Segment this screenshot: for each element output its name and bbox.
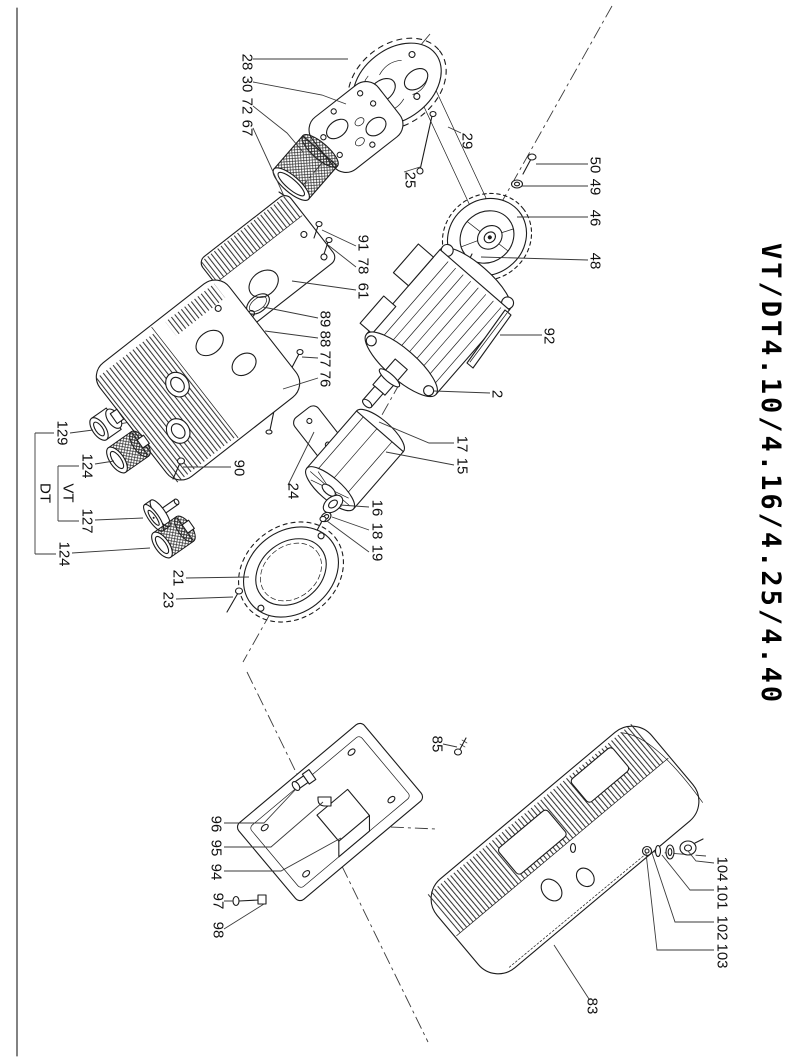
part-label-83: 83	[584, 998, 601, 1015]
part-shape-90-screw	[172, 457, 186, 480]
part-shape-50-screw	[522, 153, 537, 175]
part-label-49: 49	[587, 179, 604, 196]
part-shape-29-stud-bolt	[416, 110, 437, 175]
part-shape-98-nut	[257, 894, 267, 905]
part-label-18: 18	[369, 523, 386, 540]
group-label-dt: DT	[37, 483, 54, 503]
part-label-96: 96	[208, 816, 225, 833]
part-label-29: 29	[459, 133, 476, 150]
part-shape-85-screw	[453, 737, 468, 756]
group-label-vt: VT	[60, 483, 77, 502]
part-shape-92-key-bar	[466, 309, 512, 369]
part-shape-104-eyelet	[679, 838, 704, 856]
part-label-102: 102	[714, 915, 731, 940]
part-label-23: 23	[160, 592, 177, 609]
part-label-30: 30	[239, 76, 256, 93]
part-label-88: 88	[317, 331, 334, 348]
part-shape-124-filter-cartridge-bottom	[151, 515, 196, 559]
part-label-67: 67	[239, 120, 256, 137]
part-label-94: 94	[208, 864, 225, 881]
part-label-2: 2	[489, 390, 506, 398]
part-label-78: 78	[355, 258, 372, 275]
part-shape-72-cylinder-sleeve	[272, 134, 339, 201]
part-label-15: 15	[454, 458, 471, 475]
part-label-48: 48	[587, 253, 604, 270]
part-label-21: 21	[170, 570, 187, 587]
part-label-124-top: 124	[79, 453, 96, 478]
part-shape-101-washer	[665, 844, 675, 860]
part-shape-2-motor	[359, 243, 515, 409]
part-label-101: 101	[714, 884, 731, 909]
part-shape-pump-housing	[95, 279, 301, 483]
part-label-50: 50	[587, 157, 604, 174]
part-shape-97-bolt	[232, 894, 267, 907]
part-shape-cover-screw	[569, 842, 577, 854]
part-label-124-bottom: 124	[56, 541, 73, 566]
part-shape-124-filter-cartridge-top	[106, 430, 151, 474]
part-label-103: 103	[714, 943, 731, 968]
part-shape-83-top-cover	[427, 722, 703, 975]
part-number-labels: 28 30 72 67 29 25 50 49 46 48 91 78 61 8…	[37, 54, 731, 1015]
part-label-98: 98	[210, 922, 227, 939]
part-label-104: 104	[714, 856, 731, 881]
part-label-25: 25	[402, 172, 419, 189]
part-label-97: 97	[210, 893, 227, 910]
part-label-61: 61	[355, 283, 372, 300]
part-label-95: 95	[208, 840, 225, 857]
part-shape-16-washer	[322, 494, 344, 514]
part-shape-103-nut	[641, 845, 653, 857]
part-label-92: 92	[541, 328, 558, 345]
part-label-127: 127	[79, 508, 96, 533]
part-shape-129-cap	[89, 407, 125, 441]
page-title: VT/DT4.10/4.16/4.25/4.40	[755, 243, 786, 705]
part-label-77: 77	[317, 351, 334, 368]
part-label-76: 76	[317, 371, 334, 388]
leader-lines	[34, 58, 715, 1000]
part-shape-49-washer	[510, 179, 524, 189]
part-label-90: 90	[231, 460, 248, 477]
part-shape-21-end-cover	[238, 521, 344, 623]
part-shape-23-screw	[226, 587, 244, 613]
part-label-91: 91	[355, 235, 372, 252]
part-label-24: 24	[285, 483, 302, 500]
part-label-85: 85	[429, 736, 446, 753]
part-shape-94-base-plate	[236, 722, 424, 902]
part-shape-25-stud-nut	[416, 167, 424, 175]
part-shape-78-screw	[323, 236, 333, 255]
part-label-46: 46	[587, 210, 604, 227]
part-label-19: 19	[369, 545, 386, 562]
part-label-17: 17	[454, 436, 471, 453]
part-label-72: 72	[239, 98, 256, 115]
part-shape-91-screw	[313, 220, 323, 239]
part-label-89: 89	[317, 311, 334, 328]
part-label-129: 129	[54, 420, 71, 445]
part-shape-102-washer	[654, 844, 662, 858]
vt-dt-group-brackets	[34, 432, 79, 555]
part-label-16: 16	[369, 500, 386, 517]
part-shape-96-fitting	[291, 769, 317, 791]
part-label-28: 28	[239, 54, 256, 71]
